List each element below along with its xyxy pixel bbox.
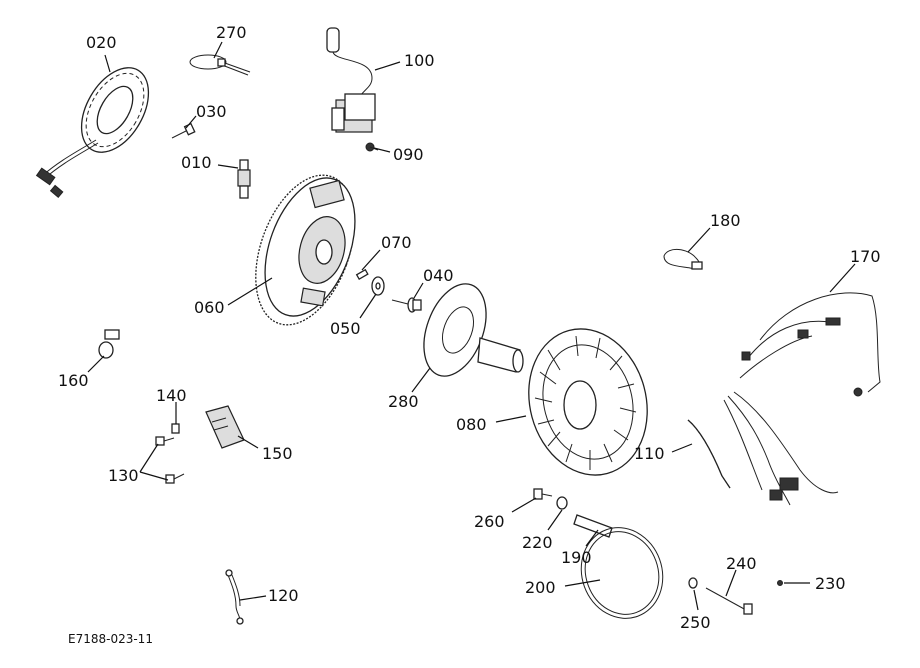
corrugated-tube-icon: [687, 419, 731, 489]
drawing-code: E7188-023-11: [68, 632, 153, 646]
part-label-160: 160: [58, 371, 89, 390]
screw-icon: [365, 142, 379, 152]
wire-clamp-icon: [98, 329, 120, 359]
washer-icon: [371, 276, 385, 296]
bolt-icon-260: [533, 488, 553, 500]
part-label-280: 280: [388, 392, 419, 411]
gasket-icon: [580, 527, 664, 619]
part-label-120: 120: [268, 586, 299, 605]
part-label-220: 220: [522, 533, 553, 552]
part-label-190: 190: [561, 548, 592, 567]
part-label-060: 060: [194, 298, 225, 317]
part-label-260: 260: [474, 512, 505, 531]
part-labels: 020 270 100 030 090 010 070 040 060 050 …: [58, 23, 881, 632]
part-label-080: 080: [456, 415, 487, 434]
part-label-240: 240: [726, 554, 757, 573]
regulator-icon: [205, 405, 245, 449]
leader-lines: [87, 41, 856, 611]
part-label-050: 050: [330, 319, 361, 338]
part-label-100: 100: [404, 51, 435, 70]
cooling-fan-icon: [528, 328, 648, 476]
key-pin-icon: [355, 268, 369, 280]
part-label-150: 150: [262, 444, 293, 463]
part-label-010: 010: [181, 153, 212, 172]
washer-icon-220: [556, 496, 568, 510]
ignition-coil-icon: [326, 27, 376, 133]
part-label-170: 170: [850, 247, 881, 266]
cable-tie-icon: [189, 54, 251, 76]
part-label-020: 020: [86, 33, 117, 52]
part-label-230: 230: [815, 574, 846, 593]
clamp-band-icon: [663, 249, 703, 270]
coupling-shaft-icon: [423, 283, 524, 377]
part-label-250: 250: [680, 613, 711, 632]
stator-coil-icon: [35, 67, 150, 198]
part-label-130: 130: [108, 466, 139, 485]
bolt-icon: [171, 122, 196, 139]
nut-icon: [171, 423, 180, 434]
screw-pair-icon: [155, 436, 185, 484]
small-screw-icon: [777, 580, 783, 586]
part-label-180: 180: [710, 211, 741, 230]
spark-plug-icon: [237, 159, 251, 199]
long-bolt-icon: [705, 587, 753, 615]
flywheel-icon: [255, 174, 356, 326]
part-label-200: 200: [525, 578, 556, 597]
part-label-140: 140: [156, 386, 187, 405]
part-label-070: 070: [381, 233, 412, 252]
wire-harness-icon: [723, 292, 881, 506]
part-label-270: 270: [216, 23, 247, 42]
part-label-090: 090: [393, 145, 424, 164]
flange-bolt-icon: [391, 297, 422, 313]
part-label-110: 110: [634, 444, 665, 463]
part-label-040: 040: [423, 266, 454, 285]
washer-icon-250: [688, 577, 698, 589]
part-label-030: 030: [196, 102, 227, 121]
ground-wire-icon: [225, 569, 244, 625]
